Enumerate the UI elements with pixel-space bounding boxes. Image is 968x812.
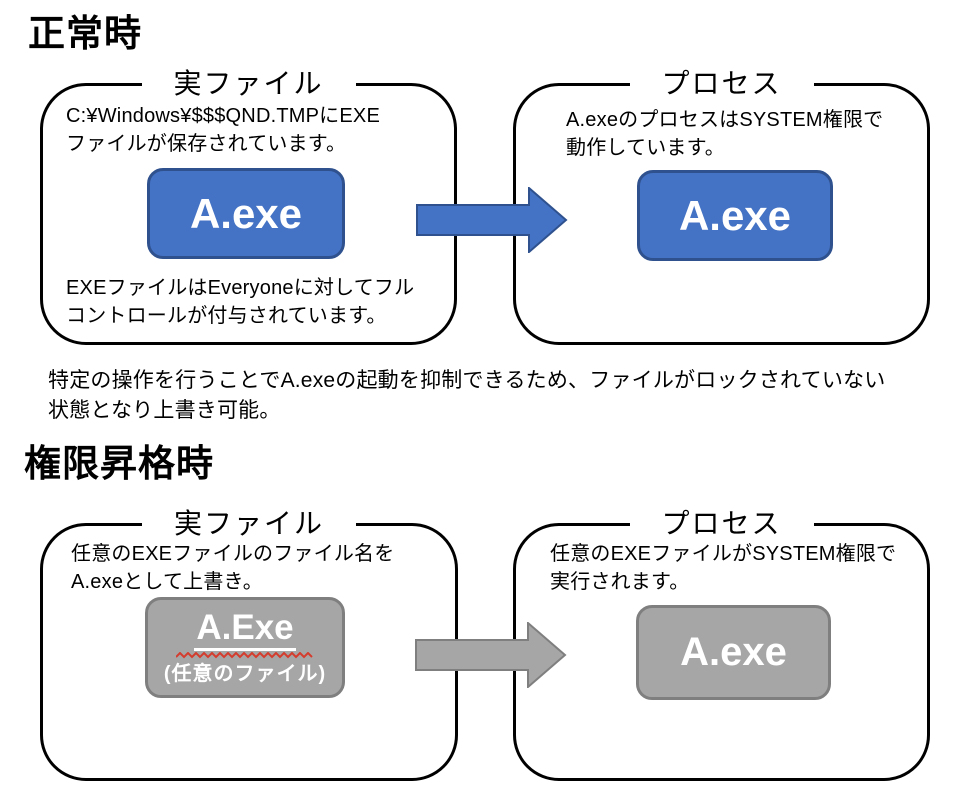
note-overwrite-possible: 特定の操作を行うことでA.exeの起動を抑制できるため、ファイルがロックされてい…: [48, 369, 886, 422]
exe-file-label-text: A.Exe: [194, 609, 296, 651]
section-heading-normal: 正常時: [28, 13, 142, 54]
panel-real-file-normal: 実ファイル C:¥Windows¥$$$QND.TMPにEXE ファイルが保存さ…: [40, 64, 457, 345]
spellcheck-squiggle-icon: [176, 652, 313, 659]
process-escalated-description: 任意のEXEファイルがSYSTEM権限で 実行されます。: [550, 543, 897, 593]
panel-title-real-file-escalated: 実ファイル: [141, 504, 357, 544]
exe-process-label-escalated: A.exe: [680, 630, 787, 674]
exe-process-box-escalated: A.exe: [636, 605, 831, 700]
process-normal-description: A.exeのプロセスはSYSTEM権限で 動作しています。: [566, 109, 884, 159]
real-file-normal-description: C:¥Windows¥$$$QND.TMPにEXE ファイルが保存されています。: [66, 105, 380, 155]
flow-arrow-right-icon: [416, 187, 568, 253]
flow-arrow-right-gray-icon: [415, 622, 567, 688]
exe-file-sublabel-escalated: (任意のファイル): [163, 663, 327, 685]
exe-file-box-normal: A.exe: [147, 168, 345, 259]
exe-file-box-escalated: A.Exe (任意のファイル): [145, 597, 345, 698]
panel-title-process-escalated: プロセス: [629, 504, 814, 544]
real-file-escalated-description: 任意のEXEファイルのファイル名を A.exeとして上書き。: [71, 543, 395, 593]
real-file-normal-acl-description: EXEファイルはEveryoneに対してフル コントロールが付与されています。: [66, 277, 415, 327]
panel-title-process-normal: プロセス: [629, 64, 814, 104]
panel-process-normal: プロセス A.exeのプロセスはSYSTEM権限で 動作しています。: [513, 64, 930, 345]
section-heading-escalated: 権限昇格時: [24, 443, 214, 484]
panel-title-real-file-normal: 実ファイル: [141, 64, 356, 104]
exe-process-box-normal: A.exe: [637, 170, 833, 261]
exe-file-label-escalated: A.Exe: [194, 609, 296, 651]
exe-file-label-normal: A.exe: [189, 189, 303, 237]
exe-process-label-normal: A.exe: [678, 191, 792, 239]
